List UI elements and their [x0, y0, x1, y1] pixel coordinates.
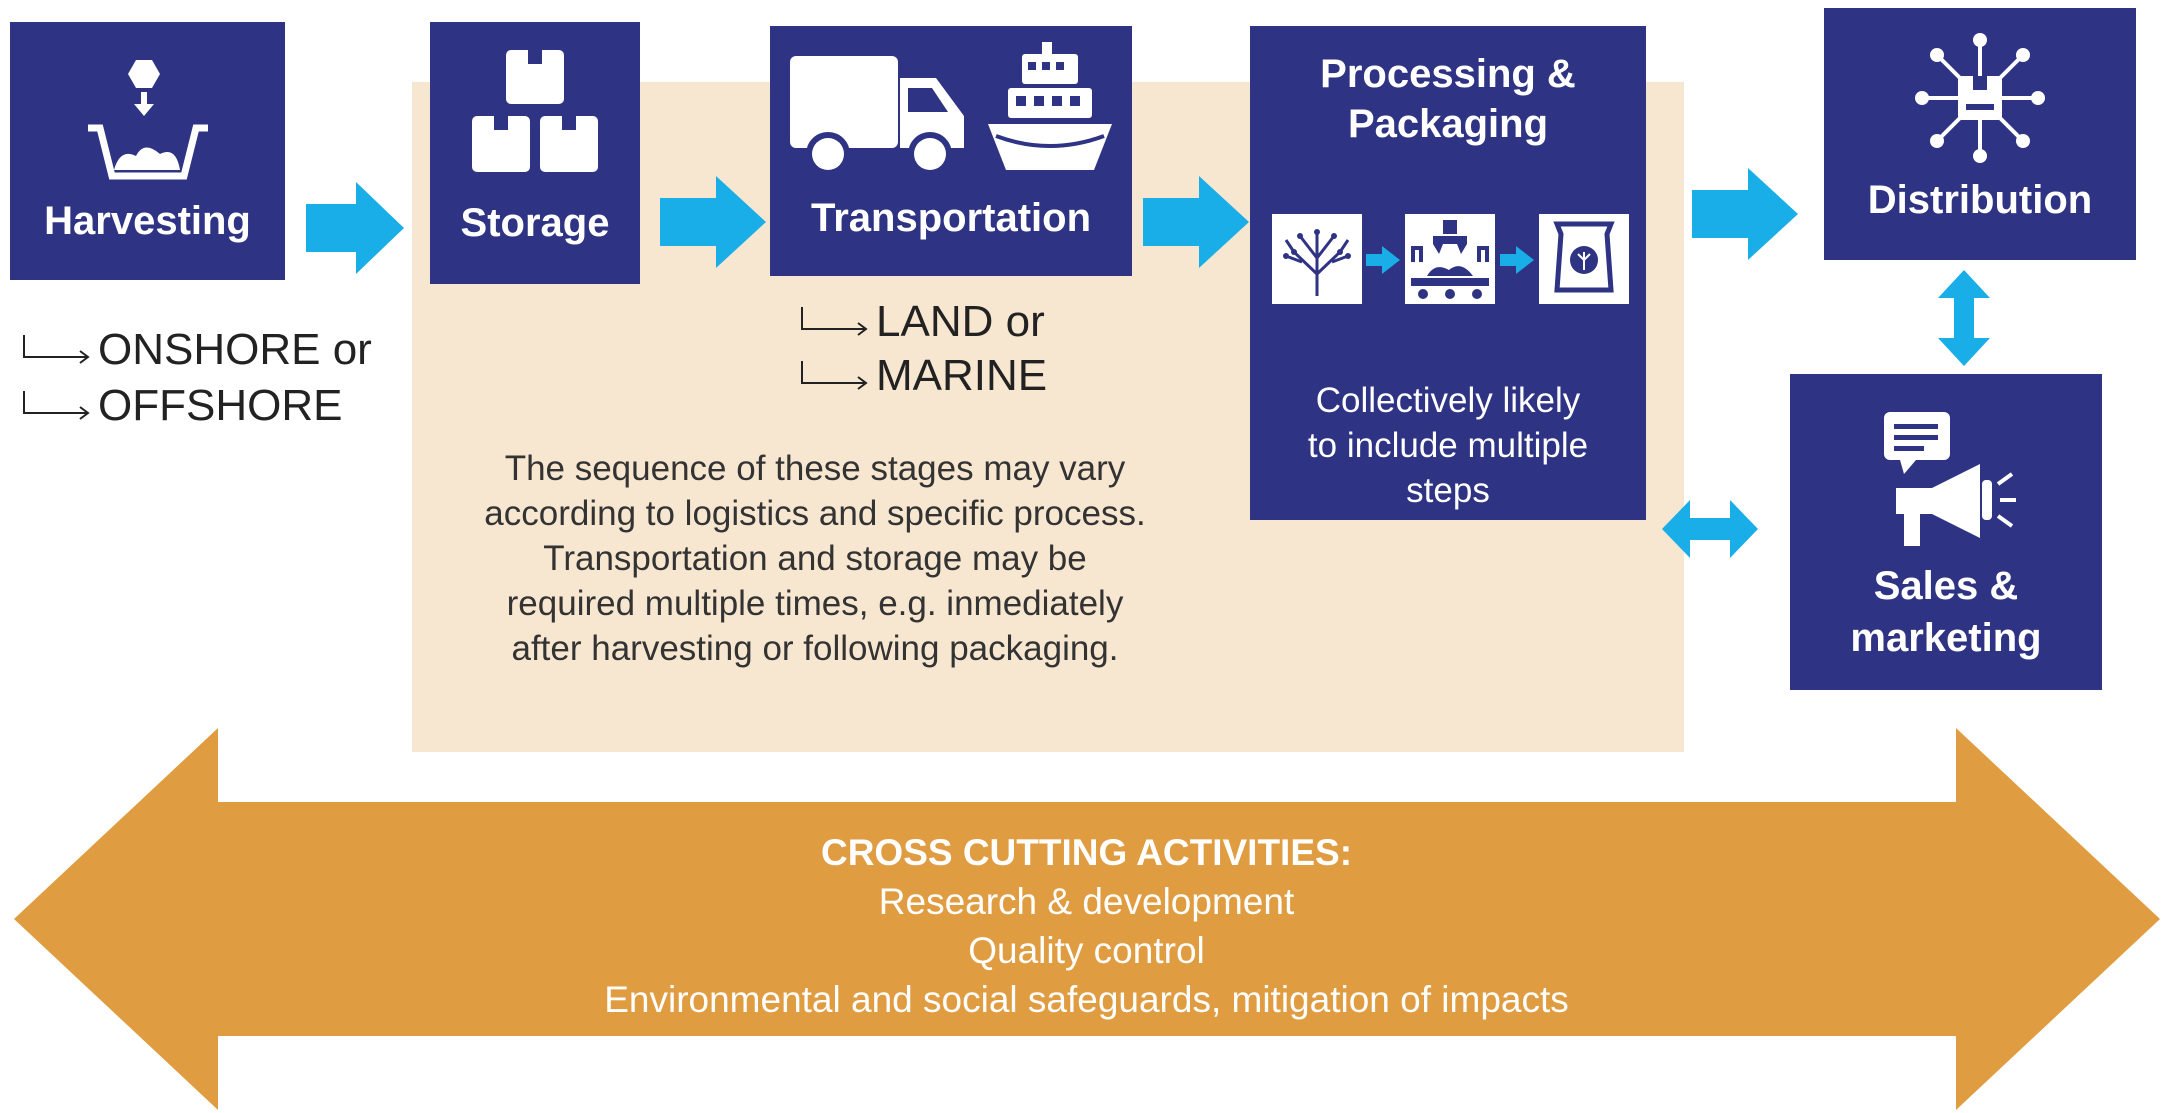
sequence-note-line: The sequence of these stages may vary	[504, 449, 1126, 488]
boxes-icon	[472, 50, 598, 172]
transportation-box: Transportation	[770, 26, 1132, 276]
storage-label: Storage	[460, 201, 610, 245]
processing-note-line3: steps	[1406, 471, 1490, 510]
processing-packaging-box: Processing & Packaging	[1250, 26, 1646, 520]
sales-label-line1: Sales &	[1873, 564, 2019, 608]
megaphone-icon	[1884, 412, 2016, 546]
truck-icon	[790, 56, 964, 176]
harvest-option-text: ONSHORE or	[98, 325, 372, 374]
seaweed-icon	[1283, 229, 1351, 296]
processing-machine-icon	[1411, 220, 1489, 299]
flow-arrow-4	[1692, 168, 1798, 260]
step-arrow-icon	[1366, 246, 1400, 274]
transport-option-land: LAND or	[800, 296, 1045, 349]
harvesting-label: Harvesting	[44, 199, 251, 243]
storage-box: Storage	[430, 22, 640, 284]
sequence-note-line: after harvesting or following packaging.	[511, 629, 1119, 668]
transport-option-marine: MARINE	[800, 350, 1047, 403]
flow-arrow-3	[1143, 176, 1249, 268]
cross-cutting-item: Environmental and social safeguards, mit…	[604, 979, 1569, 1020]
distribution-box: Distribution	[1824, 8, 2136, 260]
harvest-option-text: OFFSHORE	[98, 381, 343, 430]
harvesting-box: Harvesting	[10, 22, 285, 280]
cross-cutting-heading: CROSS CUTTING ACTIVITIES:	[820, 832, 1353, 873]
distribution-network-icon	[1915, 33, 2045, 163]
machine-step	[1405, 214, 1495, 304]
sales-marketing-box: Sales & marketing	[1790, 374, 2102, 690]
transport-option-text: LAND or	[876, 297, 1045, 346]
processing-sales-arrow	[1662, 500, 1758, 558]
distribution-sales-arrow	[1938, 270, 1990, 366]
harvest-option-onshore: ONSHORE or	[22, 324, 372, 377]
branch-arrow-icon	[801, 361, 868, 391]
branch-arrow-icon	[23, 335, 90, 365]
flow-arrow-2	[660, 176, 766, 268]
harvest-option-offshore: OFFSHORE	[22, 380, 342, 433]
harvest-basket-icon	[88, 60, 208, 180]
distribution-label: Distribution	[1867, 178, 2093, 222]
transport-option-text: MARINE	[876, 351, 1048, 400]
cross-cutting-text: CROSS CUTTING ACTIVITIES: Research & dev…	[300, 828, 1873, 1024]
processing-label-line2: Packaging	[1347, 102, 1549, 146]
package-bag-icon	[1553, 221, 1615, 293]
processing-note-line1: Collectively likely	[1315, 381, 1581, 420]
ship-icon	[988, 42, 1112, 170]
cross-cutting-item: Research & development	[878, 881, 1295, 922]
branch-arrow-icon	[23, 391, 90, 421]
sequence-note: The sequence of these stages may vary ac…	[440, 446, 1190, 671]
branch-arrow-icon	[801, 307, 868, 337]
processing-label-line1: Processing &	[1320, 52, 1576, 96]
seaweed-step	[1272, 214, 1362, 304]
processing-note: Collectively likely to include multiple …	[1250, 378, 1646, 513]
transportation-label: Transportation	[810, 196, 1092, 240]
sales-label-line2: marketing	[1850, 616, 2042, 660]
cross-cutting-item: Quality control	[968, 930, 1205, 971]
step-arrow-icon	[1500, 246, 1534, 274]
sequence-note-line: according to logistics and specific proc…	[484, 494, 1146, 533]
processing-note-line2: to include multiple	[1307, 426, 1589, 465]
package-step	[1539, 214, 1629, 304]
sequence-note-line: Transportation and storage may be	[543, 539, 1087, 578]
cross-cutting-arrow	[14, 728, 2160, 1110]
sequence-note-line: required multiple times, e.g. inmediatel…	[506, 584, 1124, 623]
flow-arrow-1	[306, 182, 404, 274]
